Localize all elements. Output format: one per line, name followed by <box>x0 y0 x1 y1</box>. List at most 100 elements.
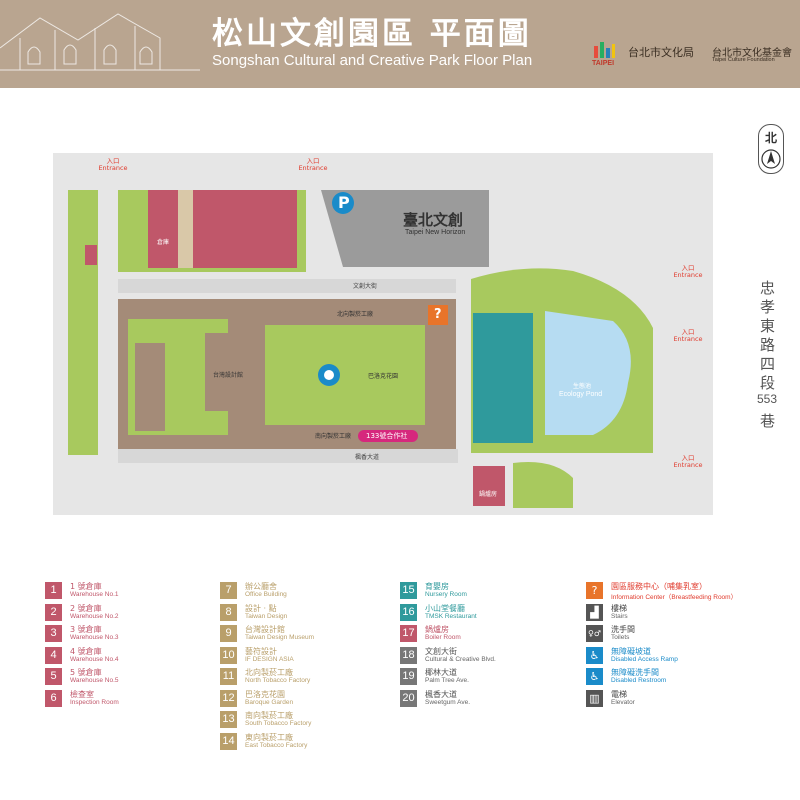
entrance-marker-northwest[interactable]: 入口 Entrance <box>98 158 128 172</box>
stairs-icon: ▟ <box>586 603 603 621</box>
warehouse-5 <box>271 190 297 268</box>
road-name-text: 忠孝東路四段 <box>758 280 776 394</box>
legend-number: 3 <box>45 625 62 642</box>
header-banner: 松山文創園區 平面圖 Songshan Cultural and Creativ… <box>0 0 800 88</box>
entrance-marker-east-3[interactable]: 入口 Entrance <box>673 455 703 469</box>
south-factory-label: 南向製菸工廠 <box>315 433 352 440</box>
legend-label-zh: 文創大街 <box>425 646 457 656</box>
legend-number: 20 <box>400 689 417 707</box>
facility-label-en: Toilets <box>611 634 630 641</box>
creative-boulevard <box>118 279 456 293</box>
legend-number: 15 <box>400 582 417 599</box>
elevator-icon: ▥ <box>586 689 603 707</box>
pond-label-zh: 生態池 <box>573 383 592 390</box>
legend-label-en: Warehouse No.1 <box>70 591 119 598</box>
legend-label-en: Boiler Room <box>425 634 461 641</box>
wheelchair-icon: ♿ <box>586 646 603 664</box>
legend-label-zh: 北向製菸工廠 <box>245 668 293 677</box>
foundation-logo-en: Taipei Culture Foundation <box>712 57 775 63</box>
legend-label-en: Warehouse No.2 <box>70 612 119 620</box>
legend-label-zh: 1 號倉庫 <box>70 582 102 591</box>
legend-number: 19 <box>400 668 417 685</box>
taipei-new-horizon-building <box>321 190 489 267</box>
page-subtitle: Songshan Cultural and Creative Park Floo… <box>212 52 533 69</box>
taiwan-design-museum-hall <box>205 333 245 411</box>
warehouse-4 <box>245 190 271 268</box>
entrance-zh: 入口 <box>106 157 120 165</box>
page-title: 松山文創園區 平面圖 <box>212 16 532 52</box>
north-factory-label: 北向製菸工廠 <box>337 311 374 318</box>
entrance-marker-north[interactable]: 入口 Entrance <box>298 158 328 172</box>
entrance-marker-east-2[interactable]: 入口 Entrance <box>673 329 703 343</box>
legend-number: 8 <box>220 603 237 621</box>
legend-label-zh: 台灣設計館 <box>245 625 285 634</box>
legend-label-zh: 5 號倉庫 <box>70 668 102 677</box>
legend-label-en: Baroque Garden <box>245 698 294 706</box>
legend-label-zh: 藝符設計 <box>245 646 277 656</box>
foundation-logo: 台北市文化基金會 <box>712 48 792 59</box>
facility-label-en: Disabled Access Ramp <box>611 655 678 663</box>
legend-label-en: IF DESIGN ASIA <box>245 655 294 663</box>
legend-number: 11 <box>220 668 237 685</box>
legend-label-en: Warehouse No.4 <box>70 655 119 663</box>
legend-label-zh: 育嬰房 <box>425 582 449 591</box>
entrance-en: Entrance <box>673 271 703 279</box>
entrance-zh: 入口 <box>681 264 695 272</box>
warehouse-sketch-illustration <box>0 13 200 71</box>
legend-label-zh: 椰林大道 <box>425 668 457 677</box>
facility-label-zh: 洗手間 <box>611 625 635 634</box>
toilet-icon: ♀♂ <box>586 625 603 642</box>
legend-label-en: Palm Tree Ave. <box>425 677 469 684</box>
legend-number: 7 <box>220 582 237 599</box>
legend-number: 1 <box>45 582 62 599</box>
new-horizon-title: 臺北文創 <box>403 211 464 229</box>
legend-number: 14 <box>220 732 237 750</box>
legend-label-en: TMSK Restaurant <box>425 612 477 620</box>
entrance-en: Entrance <box>673 335 703 343</box>
legend-number: 5 <box>45 668 62 685</box>
facility-label-zh: 樓梯 <box>611 603 627 613</box>
information-center-marker <box>428 305 448 325</box>
north-compass: 北 <box>758 124 784 174</box>
warehouse-1 <box>148 190 178 268</box>
boiler-room <box>473 466 505 506</box>
road-number: 553 <box>757 392 778 406</box>
facility-label-en: Elevator <box>611 698 635 706</box>
legend-number: 18 <box>400 646 417 664</box>
legend-label-en: North Tobacco Factory <box>245 677 311 684</box>
coop-133-badge <box>358 430 418 442</box>
east-road-name: 忠孝東路四段 <box>757 280 778 394</box>
west-green-strip <box>68 190 98 455</box>
legend-number: 10 <box>220 646 237 664</box>
legend-label-en: East Tobacco Factory <box>245 741 308 749</box>
legend-label-zh: 楓香大道 <box>425 689 457 699</box>
warehouse-1-label: 倉庫 <box>157 239 170 246</box>
entrance-marker-east-1[interactable]: 入口 Entrance <box>673 265 703 279</box>
entrance-en: Entrance <box>673 461 703 469</box>
legend-label-en: Inspection Room <box>70 698 119 706</box>
legend-label-zh: 2 號倉庫 <box>70 603 102 613</box>
legend-label-en: Cultural & Creative Blvd. <box>425 655 496 663</box>
sweetgum-ave-label: 楓香大道 <box>355 454 380 461</box>
facility-label-en: Disabled Restroom <box>611 677 667 684</box>
legend-label-zh: 設計 · 點 <box>245 603 277 613</box>
coop-133-label: 133號合作社 <box>366 432 408 440</box>
parking-label: P <box>338 193 350 212</box>
legend-label-en: Taiwan Design <box>245 612 288 620</box>
legend-number: 13 <box>220 711 237 728</box>
legend-label-zh: 鍋爐房 <box>425 625 449 634</box>
boiler-room-label: 鍋爐房 <box>479 491 498 498</box>
entrance-zh: 入口 <box>681 328 695 336</box>
legend-number: 17 <box>400 625 417 642</box>
legend-label-en: Nursery Room <box>425 591 467 598</box>
info-center-symbol: ? <box>434 307 442 322</box>
legend-number: 16 <box>400 603 417 621</box>
park-map: 倉庫 P 臺北文創 Taipei New Horizon 文創大街 北向製菸工廠… <box>53 153 713 515</box>
map-canvas <box>68 190 653 508</box>
legend-number: 12 <box>220 689 237 707</box>
new-horizon-subtitle: Taipei New Horizon <box>405 229 466 236</box>
north-arrow-icon <box>761 149 781 169</box>
legend-label-en: Sweetgum Ave. <box>425 698 471 706</box>
warehouse-3 <box>219 190 245 268</box>
legend-label-en: Taiwan Design Museum <box>245 634 315 641</box>
